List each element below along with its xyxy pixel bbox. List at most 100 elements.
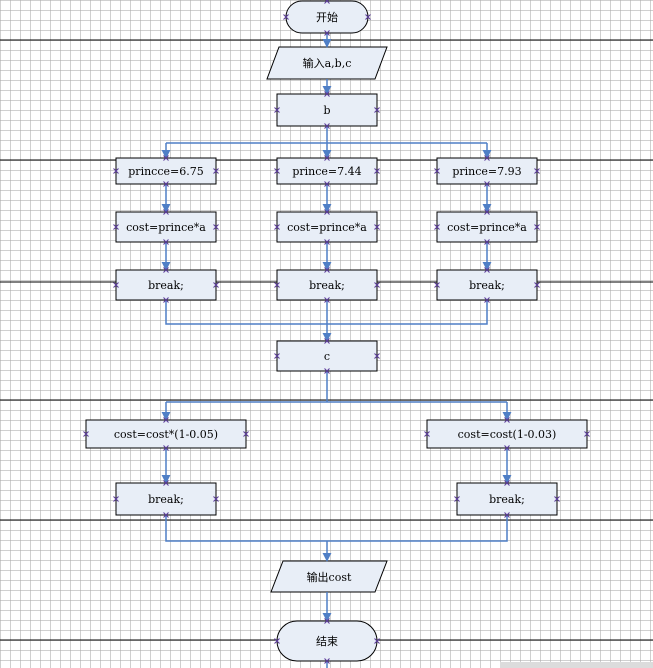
connection-handle-icon bbox=[484, 155, 490, 161]
connection-handle-icon bbox=[374, 168, 380, 174]
connection-handle-icon bbox=[324, 297, 330, 303]
connection-handle-icon bbox=[163, 239, 169, 245]
connection-handle-icon bbox=[113, 496, 119, 502]
connection-handle-icon bbox=[434, 168, 440, 174]
connection-handle-icon bbox=[324, 267, 330, 273]
connection-handle-icon bbox=[213, 282, 219, 288]
connection-handle-icon bbox=[163, 417, 169, 423]
connection-handle-icon bbox=[484, 209, 490, 215]
connection-handle-icon bbox=[434, 282, 440, 288]
flowchart-shapes bbox=[85, 0, 588, 662]
connection-handle-icon bbox=[274, 168, 280, 174]
output-label: 输出cost bbox=[306, 570, 352, 584]
connection-handle-icon bbox=[374, 353, 380, 359]
output-parallelogram[interactable] bbox=[270, 560, 388, 593]
case2-break-label: break; bbox=[309, 278, 345, 292]
start-label: 开始 bbox=[316, 11, 338, 24]
connection-handle-icon bbox=[484, 181, 490, 187]
status-strip bbox=[500, 662, 653, 668]
case3-cost-label: cost=prince*a bbox=[447, 220, 527, 234]
connection-handle-icon bbox=[324, 338, 330, 344]
connection-handle-icon bbox=[484, 267, 490, 273]
break-a-label: break; bbox=[148, 492, 184, 506]
connection-handle-icon bbox=[163, 512, 169, 518]
switch-b-box[interactable] bbox=[276, 93, 378, 127]
connection-handle-icon bbox=[163, 445, 169, 451]
connection-handle-icon bbox=[504, 417, 510, 423]
connection-handle-icon bbox=[584, 431, 590, 437]
connection-handle-icon bbox=[324, 91, 330, 97]
discount-b-box[interactable] bbox=[426, 419, 588, 449]
connection-handle-icon bbox=[504, 512, 510, 518]
connection-handle-icon bbox=[424, 431, 430, 437]
connection-handle-icon bbox=[243, 431, 249, 437]
case2-price-label: prince=7.44 bbox=[292, 164, 362, 178]
connection-handle-icon bbox=[163, 480, 169, 486]
connection-handle-icon bbox=[534, 224, 540, 230]
discount-b-label: cost=cost(1-0.03) bbox=[457, 427, 557, 441]
connection-handle-icon bbox=[274, 282, 280, 288]
connection-handle-icon bbox=[324, 123, 330, 129]
connection-handle-icon bbox=[365, 14, 371, 20]
connection-handle-icon bbox=[374, 282, 380, 288]
switch-c-label: c bbox=[323, 349, 331, 363]
connection-handle-icon bbox=[324, 155, 330, 161]
break-b-label: break; bbox=[489, 492, 525, 506]
connection-handle-icon bbox=[324, 30, 330, 36]
connection-handle-icon bbox=[213, 496, 219, 502]
connection-handle-icon bbox=[163, 209, 169, 215]
connection-handle-icon bbox=[324, 239, 330, 245]
connection-handle-icon bbox=[213, 168, 219, 174]
connection-handle-icon bbox=[534, 168, 540, 174]
connection-handle-icon bbox=[113, 282, 119, 288]
connection-handles bbox=[83, 0, 590, 664]
break-b-box[interactable] bbox=[456, 482, 558, 516]
connection-handle-icon bbox=[113, 224, 119, 230]
connection-handle-icon bbox=[274, 638, 280, 644]
connection-handle-icon bbox=[283, 14, 289, 20]
case2-cost-label: cost=prince*a bbox=[287, 220, 367, 234]
connection-handle-icon bbox=[274, 224, 280, 230]
case3-break-box[interactable] bbox=[436, 269, 538, 301]
connection-handle-icon bbox=[163, 181, 169, 187]
break-a-box[interactable] bbox=[115, 482, 217, 516]
connection-handle-icon bbox=[374, 107, 380, 113]
connection-handle-icon bbox=[374, 224, 380, 230]
input-label: 输入a,b,c bbox=[302, 57, 352, 70]
case1-cost-label: cost=prince*a bbox=[126, 220, 206, 234]
case1-break-label: break; bbox=[148, 278, 184, 292]
connection-handle-icon bbox=[374, 638, 380, 644]
connection-handle-icon bbox=[504, 480, 510, 486]
flowchart-connectors bbox=[161, 33, 512, 668]
connection-handle-icon bbox=[163, 155, 169, 161]
connection-handle-icon bbox=[324, 368, 330, 374]
connection-handle-icon bbox=[213, 224, 219, 230]
connection-handle-icon bbox=[324, 209, 330, 215]
connection-handle-icon bbox=[163, 297, 169, 303]
connection-handle-icon bbox=[83, 431, 89, 437]
connection-handle-icon bbox=[324, 618, 330, 624]
connection-handle-icon bbox=[454, 496, 460, 502]
connection-handle-icon bbox=[274, 107, 280, 113]
case3-price-label: prince=7.93 bbox=[452, 164, 522, 178]
connection-handle-icon bbox=[324, 658, 330, 664]
connection-handle-icon bbox=[484, 297, 490, 303]
case1-price-label: princce=6.75 bbox=[128, 164, 204, 178]
connection-handle-icon bbox=[484, 239, 490, 245]
connector-break-merge bbox=[165, 515, 508, 542]
connection-handle-icon bbox=[324, 181, 330, 187]
connection-handle-icon bbox=[113, 168, 119, 174]
connection-handle-icon bbox=[163, 267, 169, 273]
end-label: 结束 bbox=[316, 635, 338, 648]
switch-b-label: b bbox=[323, 103, 331, 117]
connection-handle-icon bbox=[554, 496, 560, 502]
connection-handle-icon bbox=[324, 0, 330, 4]
discount-a-label: cost=cost*(1-0.05) bbox=[113, 427, 219, 441]
connection-handle-icon bbox=[434, 224, 440, 230]
input-parallelogram[interactable] bbox=[266, 46, 388, 80]
connection-handle-icon bbox=[504, 445, 510, 451]
connection-handle-icon bbox=[274, 353, 280, 359]
connection-handle-icon bbox=[534, 282, 540, 288]
case3-break-label: break; bbox=[469, 278, 505, 292]
